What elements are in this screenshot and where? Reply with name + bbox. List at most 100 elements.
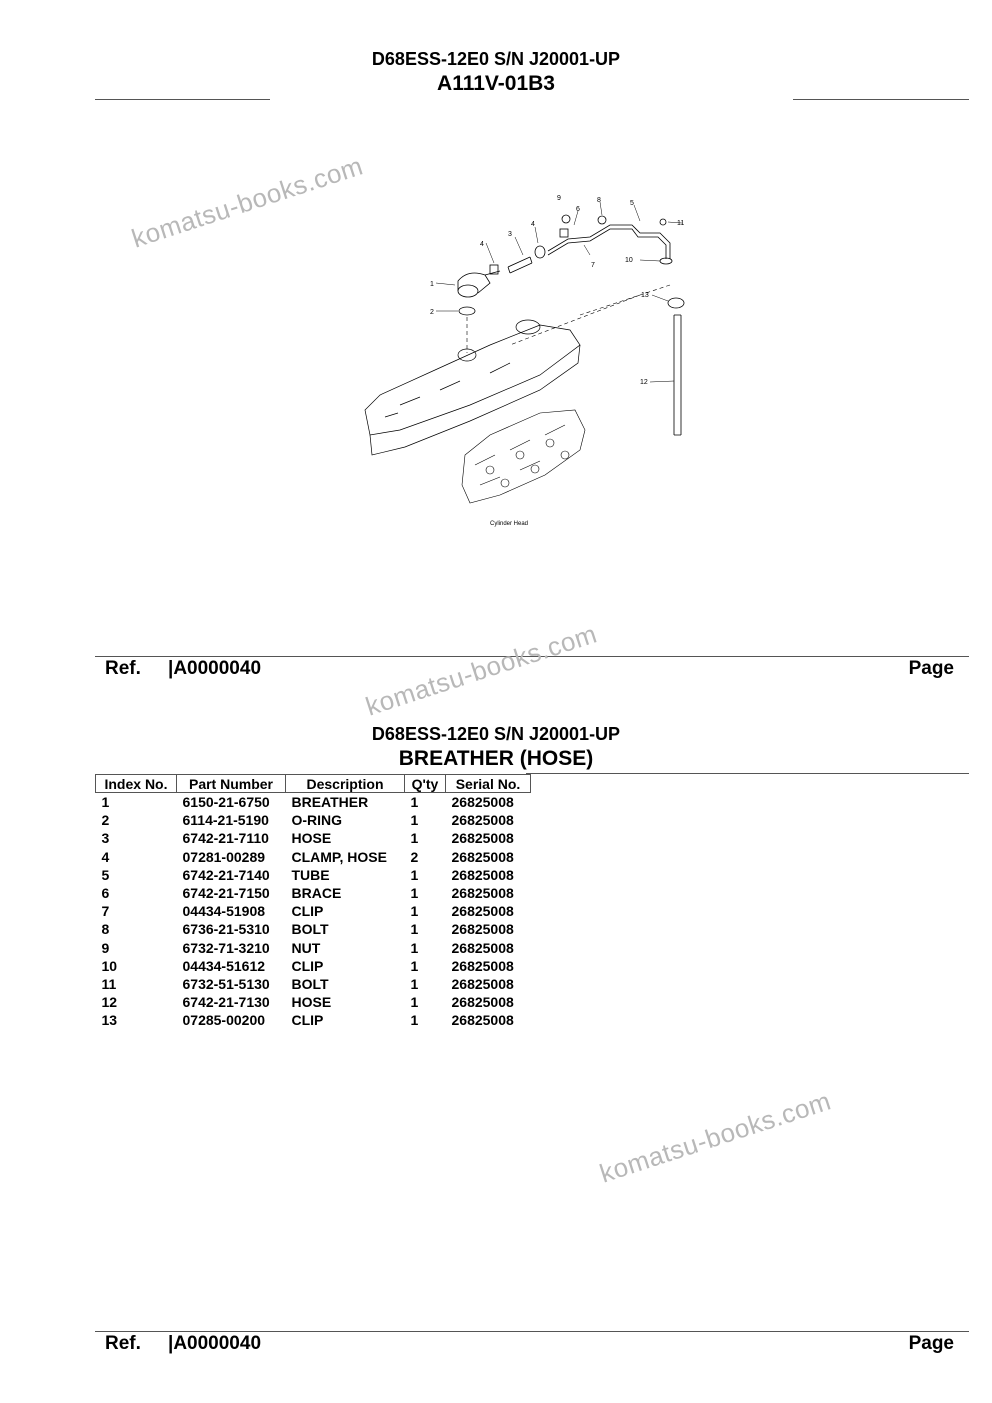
- cell-serial: 26825008: [451, 848, 514, 865]
- cell-index: 9: [101, 939, 110, 956]
- ref-value: |A0000040: [168, 1333, 262, 1354]
- nut-part: [561, 214, 571, 224]
- cell-serial: 26825008: [451, 957, 514, 974]
- model-header-bottom: D68ESS-12E0 S/N J20001-UP: [371, 724, 621, 744]
- cell-serial: 26825008: [451, 975, 514, 992]
- long-hose-part: [673, 314, 682, 436]
- cell-qty: 2: [410, 848, 419, 865]
- clamp-part-right: [534, 245, 546, 259]
- clamp-part-left: [489, 264, 499, 275]
- callout-1: 1: [430, 281, 434, 288]
- cell-part-number: 6150-21-6750: [182, 794, 270, 811]
- callout-6: 6: [576, 206, 580, 213]
- cell-description: NUT: [291, 939, 321, 956]
- cell-part-number: 6114-21-5190: [182, 812, 269, 829]
- cell-qty: 1: [410, 939, 419, 956]
- cell-index: 4: [101, 848, 110, 865]
- cell-serial: 26825008: [451, 812, 514, 829]
- bolt-part-8: [597, 215, 607, 225]
- cell-serial: 26825008: [451, 794, 514, 811]
- cell-qty: 1: [410, 830, 419, 847]
- page-footer-1: Ref. |A0000040 Page: [0, 658, 992, 682]
- parts-table-body: 1 6150-21-6750 BREATHER 1 26825008 2 6114-21-5…: [96, 793, 531, 1030]
- cell-description: CLIP: [291, 903, 324, 920]
- cell-serial: 26825008: [451, 994, 514, 1011]
- bolt-part-11: [659, 218, 667, 226]
- brace-part: [559, 228, 569, 238]
- cell-serial: 26825008: [451, 885, 514, 902]
- cell-description: O-RING: [291, 812, 343, 829]
- footer-rule-2: [95, 1331, 969, 1332]
- o-ring-part: [458, 306, 476, 316]
- cell-description: BOLT: [291, 921, 329, 938]
- page-label: Page: [908, 1333, 954, 1354]
- page-footer-2: Ref. |A0000040 Page: [0, 1333, 992, 1357]
- cell-description: CLAMP, HOSE: [291, 848, 387, 865]
- cell-part-number: 07285-00200: [182, 1012, 266, 1029]
- cylinder-head: [461, 409, 586, 504]
- callout-12: 12: [640, 379, 648, 386]
- cell-part-number: 6732-71-3210: [182, 939, 270, 956]
- page-label: Page: [908, 658, 954, 679]
- col-qty: Q'ty: [404, 774, 446, 793]
- cell-part-number: 6736-21-5310: [182, 921, 270, 938]
- breather-part: [457, 270, 501, 298]
- cell-qty: 1: [410, 921, 419, 938]
- cell-serial: 26825008: [451, 903, 514, 920]
- table-row: 4 07281-00289 CLAMP, HOSE 2 26825008: [96, 848, 531, 866]
- cell-description: HOSE: [291, 994, 332, 1011]
- cell-index: 2: [101, 812, 110, 829]
- cell-part-number: 6742-21-7130: [182, 994, 270, 1011]
- valve-cover: [364, 319, 581, 456]
- cell-serial: 26825008: [451, 939, 514, 956]
- callout-2: 2: [430, 309, 434, 316]
- tube-part: [547, 224, 671, 259]
- ref-value: |A0000040: [168, 658, 262, 679]
- cell-part-number: 04434-51612: [182, 957, 266, 974]
- clip-part-13: [667, 297, 685, 309]
- cell-description: CLIP: [291, 1012, 324, 1029]
- cell-description: BREATHER: [291, 794, 369, 811]
- cell-description: BRACE: [291, 885, 342, 902]
- cell-index: 5: [101, 866, 110, 883]
- callout-7: 7: [591, 262, 595, 269]
- col-part-number: Part Number: [176, 774, 286, 793]
- cell-index: 13: [101, 1012, 118, 1029]
- watermark: komatsu-books.com: [128, 150, 367, 254]
- cell-index: 6: [101, 885, 110, 902]
- cell-qty: 1: [410, 794, 419, 811]
- header-rule-left: [95, 99, 270, 100]
- cell-qty: 1: [410, 957, 419, 974]
- cell-serial: 26825008: [451, 866, 514, 883]
- cell-part-number: 6742-21-7150: [182, 885, 270, 902]
- cell-index: 7: [101, 903, 110, 920]
- cell-serial: 26825008: [451, 1012, 514, 1029]
- callout-13: 13: [641, 292, 649, 299]
- cell-part-number: 07281-00289: [182, 848, 266, 865]
- col-serial: Serial No.: [445, 774, 531, 793]
- callout-3: 3: [508, 231, 512, 238]
- cell-serial: 26825008: [451, 830, 514, 847]
- header-rule-right: [793, 99, 969, 100]
- cell-part-number: 6742-21-7140: [182, 866, 270, 883]
- cell-description: HOSE: [291, 830, 332, 847]
- callout-8: 8: [597, 197, 601, 204]
- cell-qty: 1: [410, 994, 419, 1011]
- cell-description: BOLT: [291, 975, 329, 992]
- cell-qty: 1: [410, 903, 419, 920]
- cell-part-number: 6732-51-5130: [182, 975, 270, 992]
- footer-rule-1: [95, 656, 969, 657]
- cell-description: CLIP: [291, 957, 324, 974]
- cell-qty: 1: [410, 1012, 419, 1029]
- section-title: BREATHER (HOSE): [398, 747, 594, 770]
- parts-table: Index No. Part Number Description Q'ty S…: [95, 774, 531, 1029]
